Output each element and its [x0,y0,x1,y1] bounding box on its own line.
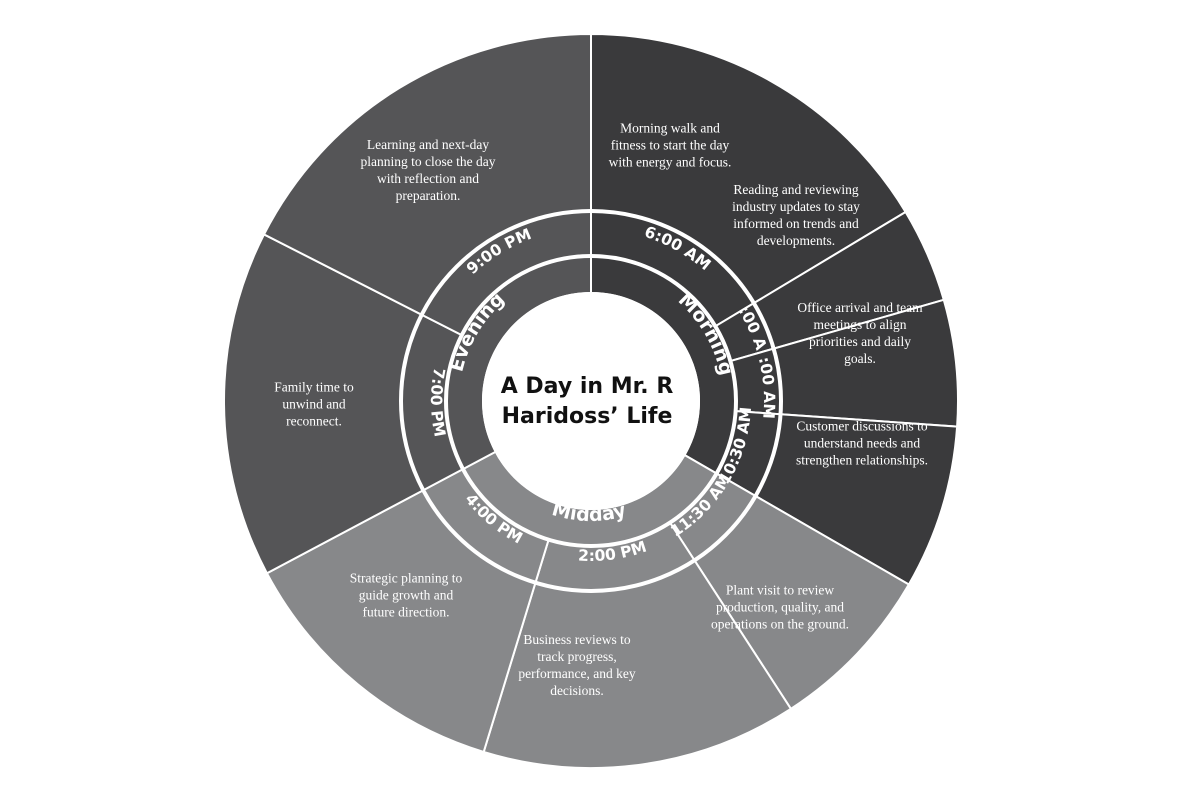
activity-description-3: Office arrival and team meetings to alig… [797,300,923,366]
activity-description-4: Customer discussions to understand needs… [796,418,928,468]
activity-description-6: Business reviews to track progress, perf… [518,632,636,698]
activity-description-2: Reading and reviewing industry updates t… [732,182,860,248]
activity-description-7: Strategic planning to guide growth and f… [349,570,463,620]
time-label-8: 7:00 PM [427,366,449,438]
activity-description-8: Family time to unwind and reconnect. [274,379,354,429]
diagram-title: A Day in Mr. R Haridoss’ Life [500,374,674,429]
activity-description-9: Learning and next-day planning to close … [360,137,496,203]
ring-divider [399,209,783,593]
activity-description-5: Plant visit to review production, qualit… [711,582,849,632]
ring-divider [444,254,738,548]
center-circle [482,292,700,510]
activity-description-1: Morning walk and fitness to start the da… [608,120,732,170]
